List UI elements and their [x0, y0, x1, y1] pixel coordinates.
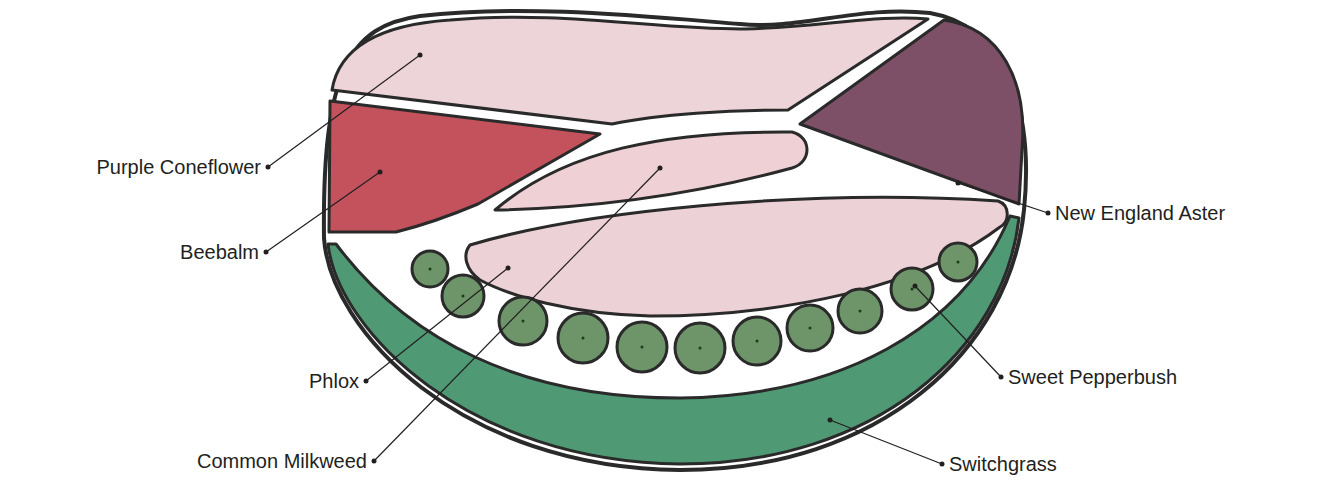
shrub-circle	[499, 297, 547, 345]
leader-dot	[1046, 211, 1051, 216]
aster-region	[800, 20, 1023, 204]
plant-label: Phlox	[309, 369, 359, 393]
leader-dot	[378, 170, 383, 175]
leader-dot	[364, 379, 369, 384]
shrub-center	[809, 327, 812, 330]
leader-dot	[658, 166, 663, 171]
plant-label: Purple Coneflower	[96, 155, 261, 179]
leader-dot	[418, 53, 423, 58]
shrub-center	[699, 347, 702, 350]
leader-line	[958, 183, 1048, 213]
shrub-center	[522, 320, 525, 323]
leader-line	[830, 420, 942, 464]
leader-line	[266, 172, 380, 252]
leader-line	[268, 55, 420, 167]
shrub-circle	[891, 268, 933, 310]
shrub-center	[641, 346, 644, 349]
plant-label: Switchgrass	[949, 452, 1057, 476]
shrub-center	[859, 310, 862, 313]
leader-dot	[266, 165, 271, 170]
plant-label: New England Aster	[1055, 201, 1225, 225]
leader-line	[915, 286, 1001, 377]
plant-label: Sweet Pepperbush	[1008, 365, 1177, 389]
shrub-circle	[838, 289, 882, 333]
shrub-circle	[558, 313, 608, 363]
milkweed-region	[495, 132, 807, 210]
beebalm-region	[329, 101, 600, 232]
shrub-circle	[675, 323, 725, 373]
plant-label: Common Milkweed	[197, 449, 367, 473]
leader-dot	[913, 284, 918, 289]
leader-dot	[372, 459, 377, 464]
leader-dot	[956, 181, 961, 186]
shrub-circle	[442, 275, 484, 317]
leader-line	[366, 268, 508, 381]
switchgrass-region	[328, 216, 1019, 464]
leader-dot	[506, 266, 511, 271]
leader-dot	[940, 462, 945, 467]
shrub-circle	[733, 317, 781, 365]
shrub-circle	[939, 243, 977, 281]
leader-dot	[999, 375, 1004, 380]
bed-outline	[324, 11, 1026, 470]
shrub-center	[462, 295, 465, 298]
shrub-circle	[787, 305, 833, 351]
shrub-circle	[617, 322, 667, 372]
leader-dot	[828, 418, 833, 423]
leader-dot	[264, 250, 269, 255]
shrub-center	[957, 261, 960, 264]
shrub-center	[429, 268, 432, 271]
shrub-center	[582, 337, 585, 340]
leader-line	[374, 168, 660, 461]
shrub-circle	[412, 251, 448, 287]
shrub-center	[756, 340, 759, 343]
shrub-center	[911, 288, 914, 291]
plant-label: Beebalm	[180, 240, 259, 264]
